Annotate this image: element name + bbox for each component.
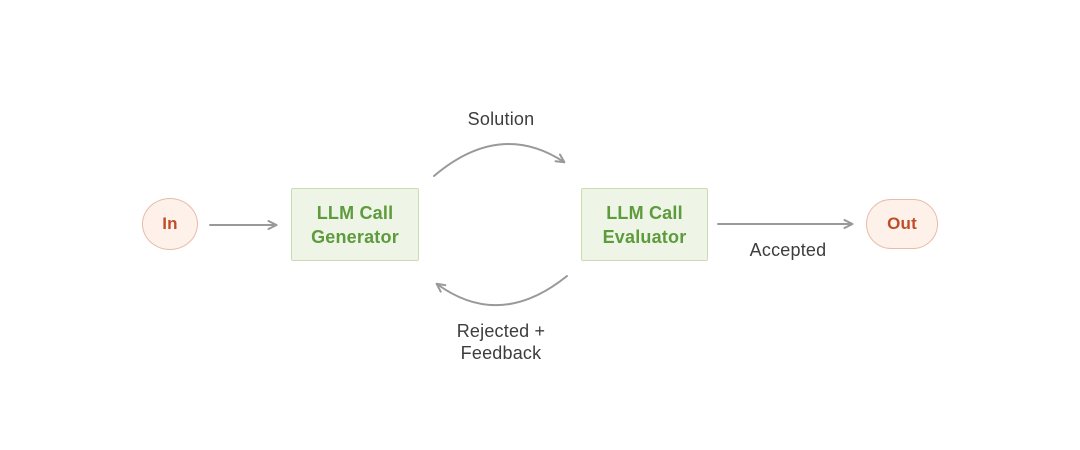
- rejected-feedback-edge-label: Rejected + Feedback: [456, 321, 546, 363]
- solution-arrow: [433, 143, 566, 177]
- rejected-feedback-arrow: [435, 275, 568, 307]
- node-in-label: In: [162, 214, 178, 233]
- node-llm-call-evaluator: LLM Call Evaluator: [581, 188, 708, 261]
- solution-edge-label: Solution: [467, 109, 535, 129]
- accepted-edge-label: Accepted: [749, 240, 827, 260]
- node-out-label: Out: [887, 214, 917, 233]
- node-llm-call-generator: LLM Call Generator: [291, 188, 419, 261]
- node-out: Out: [866, 199, 938, 249]
- node-in: In: [142, 198, 198, 250]
- node-evaluator-label: LLM Call Evaluator: [602, 202, 687, 247]
- node-generator-label: LLM Call Generator: [311, 202, 399, 247]
